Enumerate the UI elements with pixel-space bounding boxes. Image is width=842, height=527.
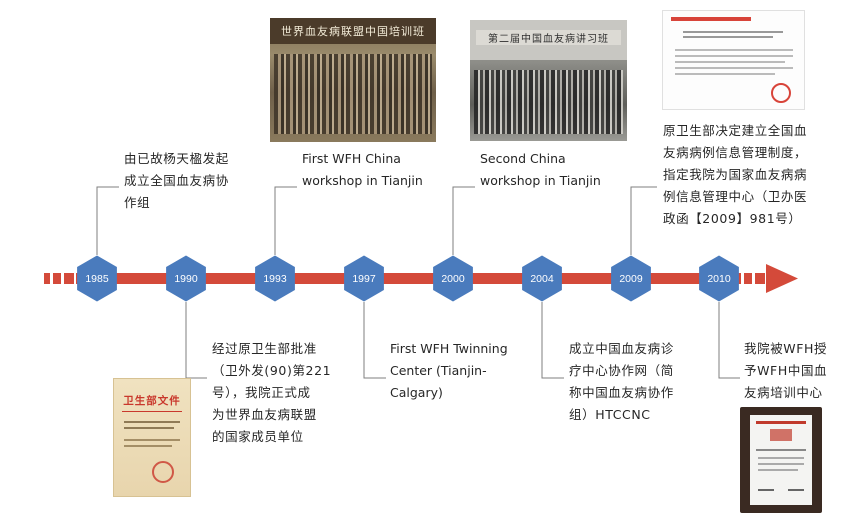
arrow-dash-5	[744, 273, 752, 284]
event-2004-text: 成立中国血友病诊 疗中心协作网（简 称中国血友病协作 组）HTCCNC	[569, 341, 674, 422]
year-label-1985: 1985	[85, 273, 109, 285]
event-2009-text: 原卫生部决定建立全国血 友病病例信息管理制度， 指定我院为国家血友病病 例信息管…	[663, 123, 808, 226]
red-seal-icon	[771, 83, 791, 103]
year-hexagon-2000	[433, 255, 473, 302]
year-label-2010: 2010	[707, 273, 731, 285]
leader-1990	[185, 302, 207, 379]
year-hexagon-1985	[77, 255, 117, 302]
year-hexagon-2004	[522, 255, 562, 302]
arrow-bar	[44, 264, 798, 293]
year-label-1990: 1990	[174, 273, 198, 285]
leader-2010	[718, 302, 740, 379]
year-label-2004: 2004	[530, 273, 554, 285]
doc-title: 卫生部文件	[123, 395, 181, 407]
leader-1997	[363, 302, 386, 379]
leader-1993	[274, 186, 297, 255]
photo2-banner-text: 第二届中国血友病讲习班	[476, 30, 621, 45]
year-hexagon-2009	[611, 255, 651, 302]
arrow-shaft	[76, 273, 730, 284]
arrow-dash-6	[755, 273, 765, 284]
workshop-2000-photo: 第二届中国血友病讲习班	[470, 20, 627, 141]
event-1985-text: 由已故杨天楹发起 成立全国血友病协 作组	[124, 151, 229, 210]
event-2000-text: Second China workshop in Tianjin	[480, 151, 601, 188]
year-hexagon-2010	[699, 255, 739, 302]
event-1997-text: First WFH Twinning Center (Tianjin- Calg…	[390, 341, 508, 400]
year-hexagon-1990	[166, 255, 206, 302]
event-2010-text: 我院被WFH授 予WFH中国血 友病培训中心	[744, 341, 828, 400]
ministry-document-1990: 卫生部文件	[113, 378, 191, 497]
arrow-dash-2	[53, 273, 61, 284]
leader-1985	[96, 186, 119, 255]
event-1993-text: First WFH China workshop in Tianjin	[302, 151, 423, 188]
year-hexagon-1993	[255, 255, 295, 302]
year-label-1997: 1997	[352, 273, 376, 285]
leader-2000	[452, 186, 475, 255]
leader-2004	[541, 302, 564, 379]
arrow-head	[766, 264, 798, 293]
workshop-1993-photo: 世界血友病联盟中国培训班	[270, 18, 436, 142]
year-label-1993: 1993	[263, 273, 287, 285]
year-hexagon-1997	[344, 255, 384, 302]
photo1-banner-text: 世界血友病联盟中国培训班	[281, 25, 425, 38]
leader-2009	[630, 186, 657, 255]
year-label-2000: 2000	[441, 273, 465, 285]
year-label-2009: 2009	[619, 273, 643, 285]
doc-seal-icon	[152, 461, 174, 483]
ministry-notice-2009-doc	[662, 10, 805, 110]
year-markers	[77, 255, 739, 302]
event-1990-text: 经过原卫生部批准 （卫外发(90)第221 号），我院正式成 为世界血友病联盟 …	[212, 341, 332, 444]
leader-lines	[96, 186, 740, 379]
arrow-dash-3	[64, 273, 74, 284]
arrow-dash-1	[44, 273, 50, 284]
wfh-training-center-plaque	[740, 407, 822, 513]
